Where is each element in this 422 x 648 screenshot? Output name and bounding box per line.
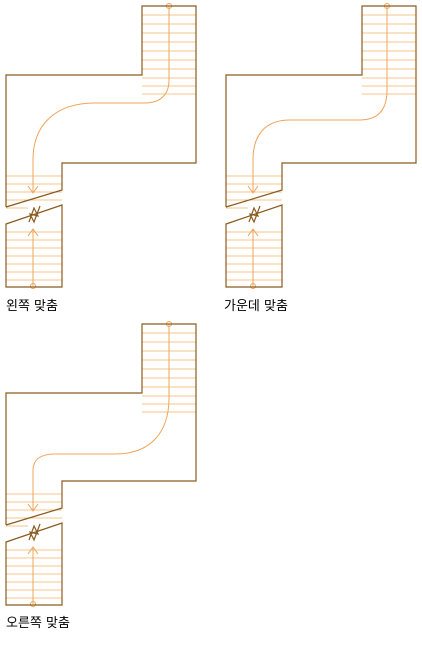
walk-line-end-marker xyxy=(30,283,36,289)
walk-line-arrow xyxy=(27,185,39,194)
stair-treads-upper xyxy=(362,14,416,95)
break-line xyxy=(248,205,261,224)
walk-line-end-marker xyxy=(250,283,256,289)
stair-outline-lower xyxy=(225,204,283,288)
stair-treads-lower xyxy=(6,493,62,599)
caption-left-align: 왼쪽 맞춤 xyxy=(6,299,58,314)
stair-outline-upper xyxy=(5,323,197,526)
walk-line-arrow xyxy=(27,503,39,512)
walk-line-end-marker xyxy=(30,601,36,607)
walk-line-arrow xyxy=(247,185,259,194)
walk-line-lower xyxy=(27,546,39,604)
walk-line xyxy=(32,6,170,192)
stair-panel-center: 가운데 맞춤 xyxy=(220,0,420,330)
stair-outline-upper xyxy=(225,5,417,208)
caption-center-align: 가운데 맞춤 xyxy=(224,299,288,314)
walk-line xyxy=(252,6,388,192)
break-line xyxy=(28,523,41,542)
stair-diagram-left xyxy=(5,3,197,289)
walk-line xyxy=(32,324,170,510)
walk-line-lower xyxy=(247,228,259,286)
caption-right-align: 오른쪽 맞춤 xyxy=(6,616,70,631)
stair-panel-left: 왼쪽 맞춤 xyxy=(0,0,200,330)
walk-line-lower xyxy=(27,228,39,286)
stair-outline-lower xyxy=(5,204,63,288)
stair-outline-lower xyxy=(5,522,63,606)
stair-outline-upper xyxy=(5,5,197,208)
stair-panel-right: 오른쪽 맞춤 xyxy=(0,318,200,648)
stair-diagram-center xyxy=(225,3,417,289)
stair-diagram-right xyxy=(5,321,197,607)
break-line xyxy=(28,205,41,224)
